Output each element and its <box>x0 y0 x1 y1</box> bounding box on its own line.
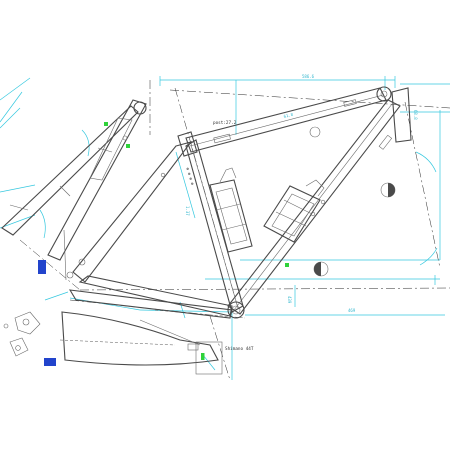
rear-dropout-marker <box>44 358 56 366</box>
top-tube-dimension: 61.8 <box>283 112 294 119</box>
reference-circles <box>309 126 396 277</box>
top-horizontal-dimension: 586.6 <box>302 74 315 79</box>
bottle-cage-front <box>209 167 253 253</box>
chainstay-label: Shimano 44T <box>225 346 254 352</box>
seatpost-label: post:27.2 <box>213 120 237 126</box>
fork-dropout-marker <box>38 260 46 274</box>
seat-tube-right-dimension: 68.8 <box>413 110 418 120</box>
main-diagonal-tube: ⊕ ⊕ ⊕ ⊕ <box>184 139 244 313</box>
lower-right-dimension: 469 <box>348 308 356 313</box>
lower-middle-dimension: 439 <box>287 296 292 304</box>
seat-tube-side-dimension: 1.37 <box>185 206 190 216</box>
rear-stays: Shimano 44T <box>44 275 254 375</box>
bottle-cage-rear <box>263 179 325 243</box>
derailleur-hanger <box>3 311 41 357</box>
top-tube: post:27.2 586.6 61.8 <box>185 74 412 153</box>
dimension-lines <box>0 76 450 380</box>
head-and-down-tube <box>66 131 198 283</box>
fork <box>1 99 147 281</box>
seat-tube <box>227 99 401 315</box>
tube-marking: ⊕ ⊕ ⊕ ⊕ <box>184 167 194 186</box>
